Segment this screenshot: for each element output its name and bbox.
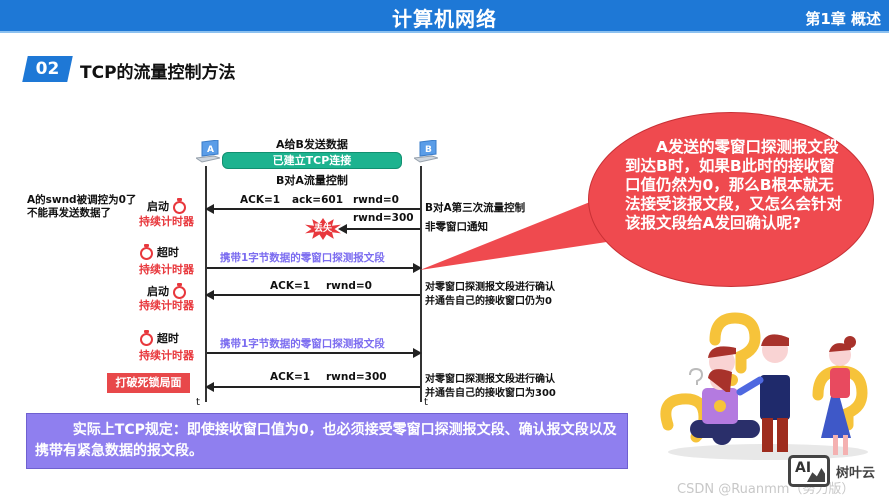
msg2-arrow — [338, 224, 420, 234]
timer-start-2: 启动 — [147, 283, 186, 299]
time-axis-a: t — [196, 397, 200, 408]
msg1-arrow — [205, 204, 420, 214]
ai-logo-icon: AI — [788, 455, 830, 487]
time-axis-b: t — [424, 397, 428, 408]
lost-burst-icon: 丢失 — [305, 218, 341, 240]
msg1-note: B对A第三次流量控制 — [425, 202, 526, 214]
laptop-b-icon: B — [414, 140, 438, 163]
flow-control-label: B对A流量控制 — [276, 174, 348, 187]
swnd-zero-note: A的swnd被调控为0了 不能再发送数据了 — [27, 194, 137, 219]
probe-label-2: 携带1字节数据的零窗口探测报文段 — [220, 338, 385, 350]
timer-label-3: 持续计时器 — [139, 299, 194, 312]
msg4-ack-flag: ACK=1 — [270, 280, 311, 292]
msg6-rwnd: rwnd=300 — [326, 371, 387, 383]
msg1-rwnd: rwnd=0 — [353, 194, 399, 206]
probe-arrow-1 — [207, 263, 422, 273]
timer-label-1: 持续计时器 — [139, 215, 194, 228]
section-number-badge: 02 — [22, 56, 73, 82]
host-a-timeline — [205, 166, 207, 402]
brand-label: 树叶云 — [836, 466, 876, 481]
timer-timeout-2: 超时 — [140, 330, 179, 346]
stopwatch-icon — [140, 330, 153, 346]
msg1-ack-flag: ACK=1 — [240, 194, 281, 206]
speech-bubble-text: A发送的零窗口探测报文段到达B时，如果B此时的接收窗口值仍然为0，那么B根本就无… — [625, 138, 843, 232]
timer-timeout-1: 超时 — [140, 244, 179, 260]
stopwatch-icon — [172, 198, 186, 214]
probe-label-1: 携带1字节数据的零窗口探测报文段 — [220, 252, 385, 264]
svg-text:A: A — [207, 145, 214, 155]
confused-people-illustration — [660, 312, 868, 460]
msg6-arrow — [205, 382, 420, 392]
msg2-note: 非零窗口通知 — [425, 221, 488, 233]
svg-text:B: B — [425, 145, 432, 155]
connection-established-bar: 已建立TCP连接 — [222, 152, 402, 169]
course-title: 计算机网络 — [392, 7, 497, 31]
msg6-ack-flag: ACK=1 — [270, 371, 311, 383]
msg4-rwnd: rwnd=0 — [326, 280, 372, 292]
stopwatch-icon — [140, 244, 153, 260]
speech-bubble — [588, 112, 874, 287]
timer-label-4: 持续计时器 — [139, 349, 194, 362]
msg2-rwnd: rwnd=300 — [353, 212, 414, 224]
stopwatch-icon — [172, 283, 186, 299]
msg4-arrow — [205, 290, 420, 300]
section-title: TCP的流量控制方法 — [80, 63, 236, 83]
host-b-timeline — [420, 166, 422, 402]
timer-label-2: 持续计时器 — [139, 263, 194, 276]
msg6-note: 对零窗口探测报文段进行确认 并通告自己的接收窗口为300 — [425, 374, 556, 399]
timer-start-1: 启动 — [147, 198, 186, 214]
msg4-note: 对零窗口探测报文段进行确认 并通告自己的接收窗口仍为0 — [425, 282, 555, 307]
chapter-label: 第1章 概述 — [805, 10, 881, 28]
msg1-ack-num: ack=601 — [292, 194, 344, 206]
probe-arrow-2 — [207, 348, 422, 358]
header-bar: 计算机网络 第1章 概述 — [0, 0, 889, 33]
break-deadlock-label: 打破死锁局面 — [107, 373, 190, 393]
send-data-label: A给B发送数据 — [276, 138, 348, 151]
laptop-a-icon: A — [196, 140, 220, 163]
tcp-rule-note: 实际上TCP规定：即使接收窗口值为0，也必须接受零窗口探测报文段、确认报文段以及… — [26, 413, 628, 469]
